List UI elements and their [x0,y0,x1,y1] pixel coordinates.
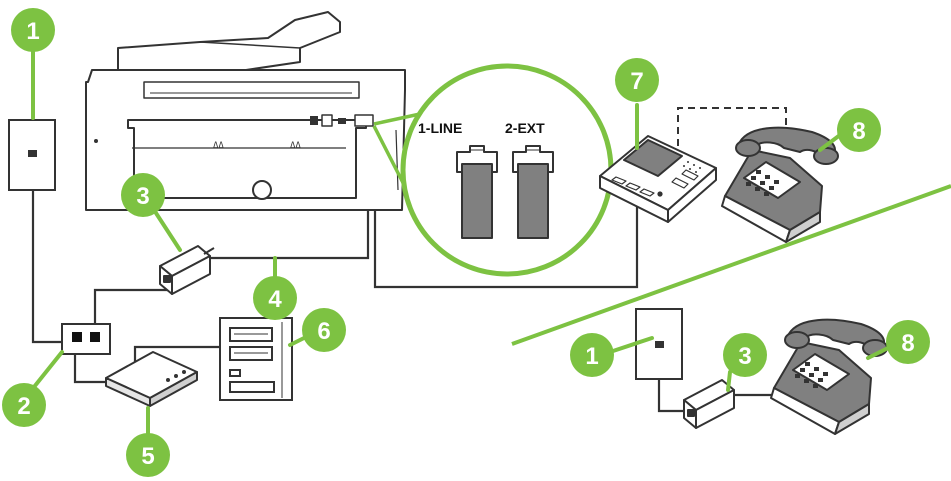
svg-text:4: 4 [268,286,282,313]
svg-text:1: 1 [585,343,598,370]
svg-text:3: 3 [738,343,751,370]
splitter [61,323,111,355]
dashed-link [677,107,787,158]
svg-text:3: 3 [136,183,149,210]
port-label-line: 1-LINE [418,120,462,136]
callout-6: 6 [302,308,346,352]
svg-text:2: 2 [17,393,30,420]
callout-3-right: 3 [723,333,767,377]
printer: ΔΔ ΔΔ [85,11,406,211]
callout-8-right: 8 [886,320,930,364]
telephone-top [721,126,839,243]
wall-jack-right [635,308,683,380]
callout-5: 5 [126,433,170,477]
svg-text:ΔΔ: ΔΔ [290,141,301,151]
ext-port-jack [512,145,554,239]
callout-1-right: 1 [570,333,614,377]
port-label-ext: 2-EXT [505,120,545,136]
svg-text:8: 8 [852,118,865,145]
telephone-right [770,318,888,435]
svg-text:5: 5 [141,443,154,470]
port-zoom-circle: 1-LINE 2-EXT [400,63,614,277]
svg-text:6: 6 [317,318,330,345]
callout-3-left: 3 [121,173,165,217]
computer-tower [219,317,293,401]
dsl-filter [159,245,215,295]
svg-text:1: 1 [26,18,39,45]
callout-2: 2 [2,383,46,427]
svg-text:8: 8 [901,330,914,357]
callout-1-top-left: 1 [11,8,55,52]
dsl-filter-right [683,379,735,429]
callout-7: 7 [615,58,659,102]
callouts: 1 2 3 4 5 6 7 8 [2,8,930,477]
wall-jack [8,119,56,191]
svg-text:7: 7 [630,68,643,95]
line-port-jack [456,145,498,239]
separator-line [511,184,951,346]
answering-machine [599,135,717,223]
dsl-modem [105,351,198,407]
callout-4: 4 [253,276,297,320]
callout-8-top: 8 [837,108,881,152]
svg-text:ΔΔ: ΔΔ [213,141,224,151]
